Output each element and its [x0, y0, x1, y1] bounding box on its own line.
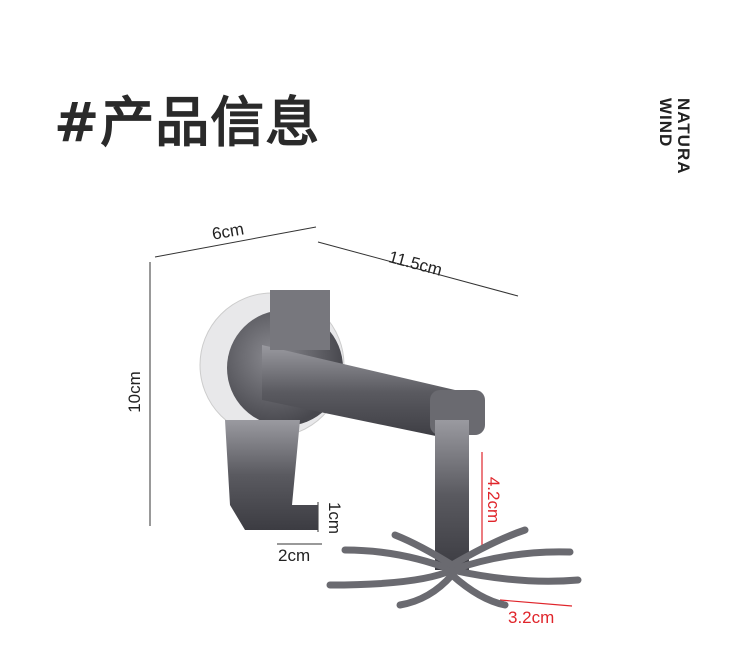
- hook-width-label: 2cm: [278, 546, 311, 565]
- arm: [262, 345, 455, 440]
- brand-line-2: WIND: [656, 98, 675, 148]
- rotor-height-label: 4.2cm: [484, 476, 504, 524]
- hook-depth-label: 1cm: [325, 501, 345, 535]
- rotating-rod: [435, 420, 469, 570]
- hook-prongs: [326, 526, 582, 609]
- height-label: 10cm: [124, 371, 144, 413]
- arm-socket: [270, 290, 330, 350]
- back-hook: [225, 420, 318, 530]
- prong-length-label: 3.2cm: [508, 608, 555, 627]
- brand-logo-text: NATURA WIND: [656, 98, 693, 175]
- red-dimension-lines: [481, 452, 573, 607]
- brand-line-1: NATURA: [674, 98, 693, 175]
- page-title: #产品信息: [54, 91, 321, 154]
